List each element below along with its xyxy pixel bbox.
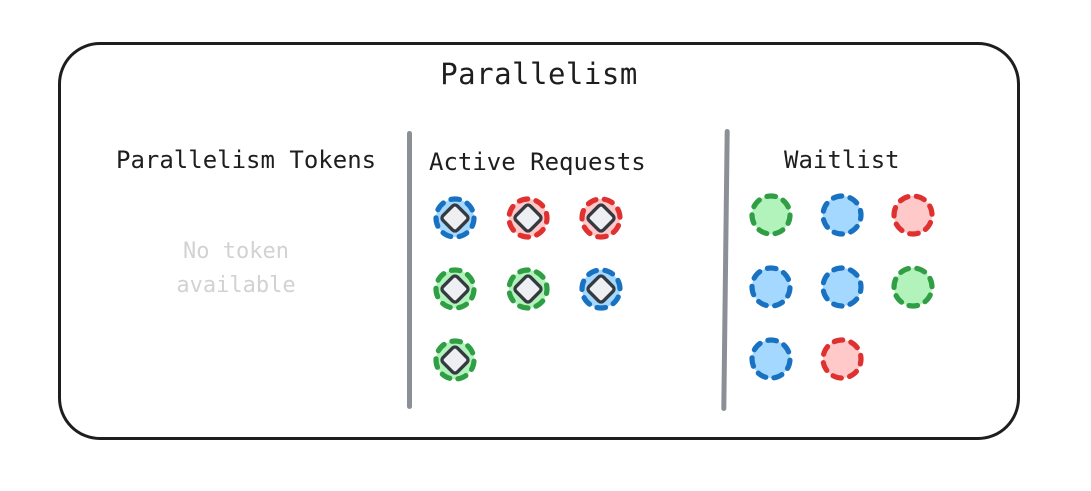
diagram-title: Parallelism: [440, 57, 638, 91]
token-row: [431, 336, 625, 384]
waitlist-token-blue: [818, 191, 866, 239]
waitlist-token-green: [747, 191, 795, 239]
parallelism-frame: Parallelism Parallelism Tokens No token …: [58, 42, 1020, 440]
parallelism-tokens-header: Parallelism Tokens: [116, 146, 377, 174]
active-request-token-red: [577, 194, 625, 242]
waitlist-token-green: [889, 263, 937, 311]
no-token-available-label: No token available: [176, 239, 296, 298]
divider-active-waitlist: [721, 128, 730, 412]
waitlist-token-red: [818, 335, 866, 383]
token-row: [747, 191, 937, 239]
waitlist-token-blue: [747, 263, 795, 311]
token-row: [431, 194, 625, 242]
divider-tokens-active: [407, 131, 412, 409]
active-requests-header: Active Requests: [429, 148, 646, 176]
active-request-token-green: [431, 336, 479, 384]
waitlist-token-blue: [747, 335, 795, 383]
token-row: [431, 265, 625, 313]
token-row: [747, 335, 937, 383]
active-request-token-blue: [431, 194, 479, 242]
active-request-token-green: [504, 265, 552, 313]
token-row: [747, 263, 937, 311]
waitlist-grid: [747, 191, 937, 383]
active-requests-grid: [431, 194, 625, 384]
waitlist-header: Waitlist: [784, 146, 900, 174]
waitlist-token-blue: [818, 263, 866, 311]
active-request-token-blue: [577, 265, 625, 313]
waitlist-token-red: [889, 191, 937, 239]
active-request-token-red: [504, 194, 552, 242]
active-request-token-green: [431, 265, 479, 313]
